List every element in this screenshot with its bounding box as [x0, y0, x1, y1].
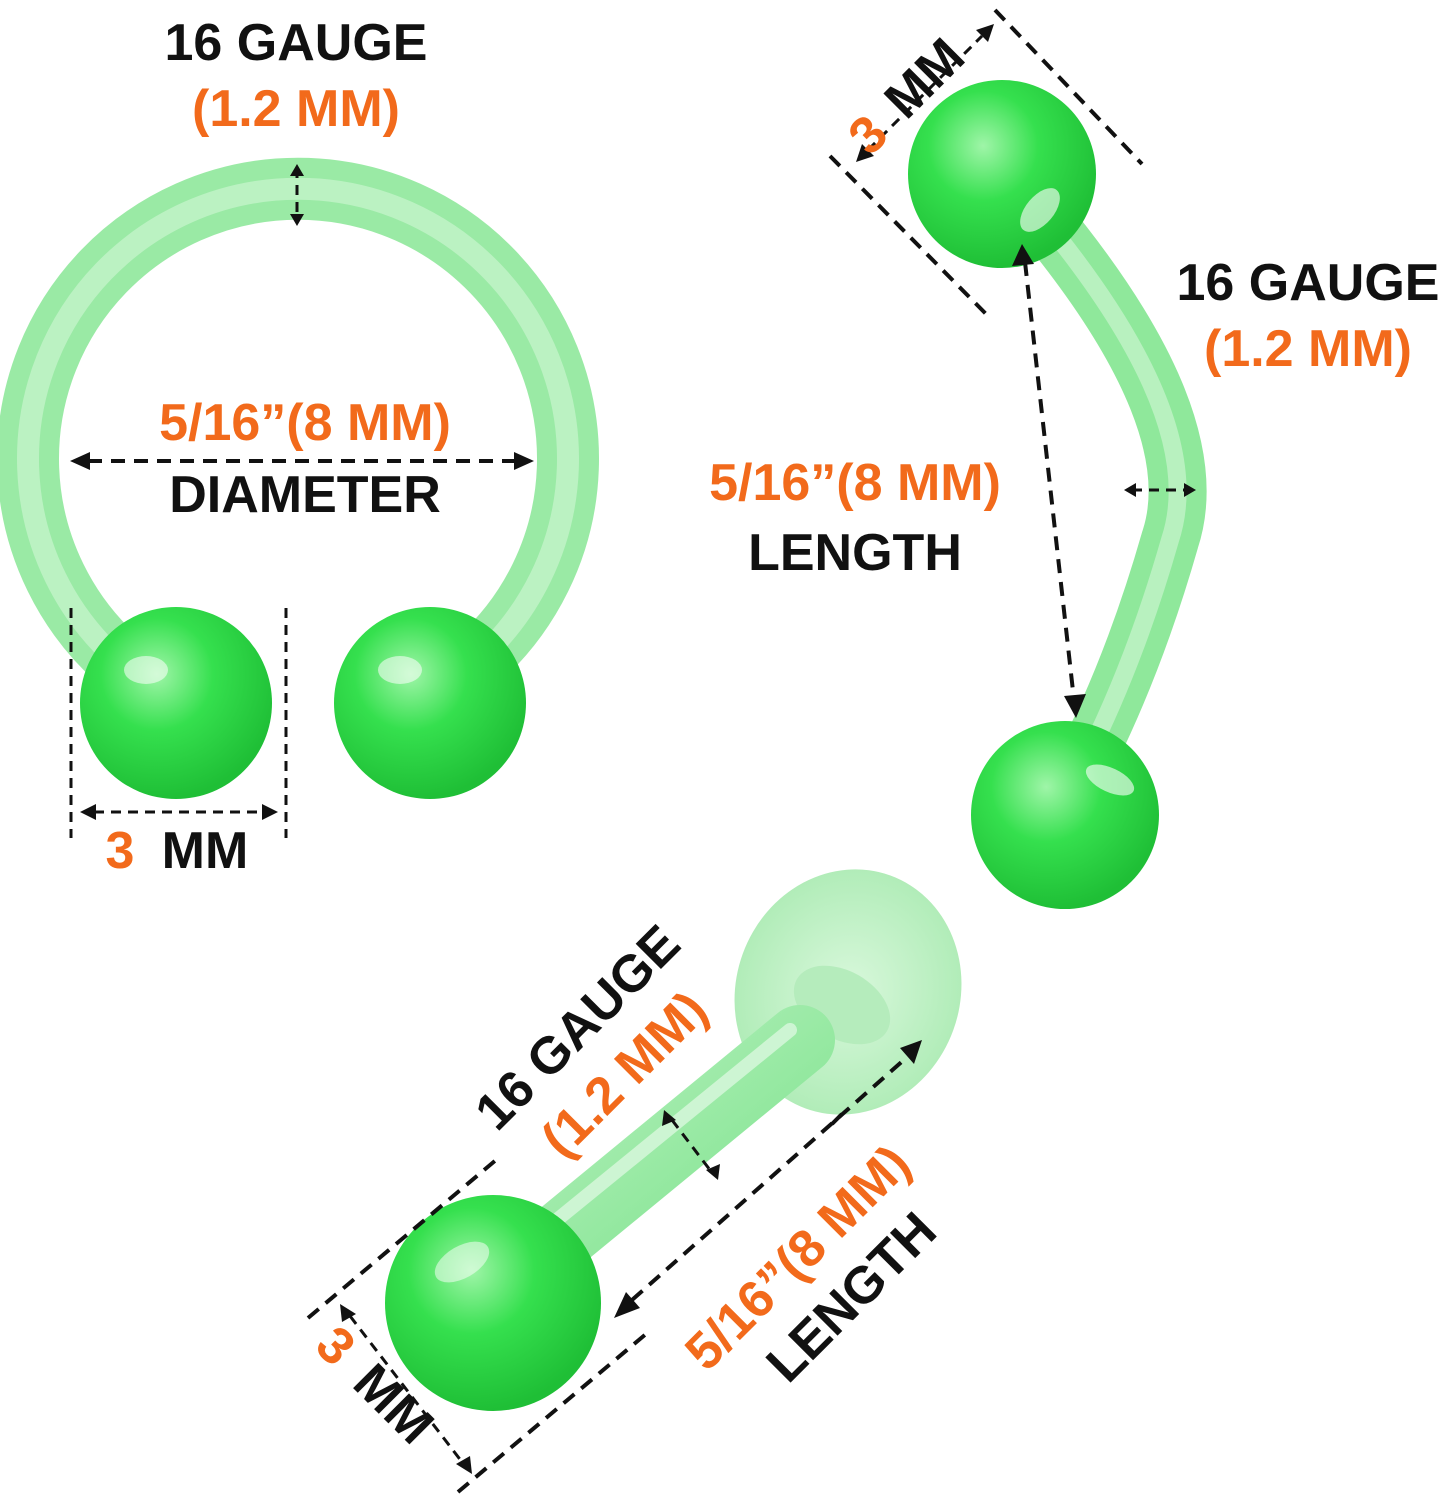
labret-length-arrow	[614, 1040, 922, 1318]
curved-gauge-marker	[1124, 483, 1196, 497]
horseshoe-diameter-label: DIAMETER	[169, 466, 441, 524]
horseshoe-ball-right	[334, 607, 526, 799]
curved-length-value: 5/16”(8 MM)	[709, 454, 1001, 512]
horseshoe-ball-num: 3	[106, 822, 135, 880]
labret-ball	[385, 1195, 601, 1411]
labret-ball-num: 3	[305, 1315, 366, 1376]
horseshoe-ball-left	[80, 607, 272, 799]
horseshoe-gauge-marker	[290, 164, 304, 226]
labret-length-label-group: 5/16”(8 MM) LENGTH	[674, 1134, 948, 1393]
curved-ball-num: 3	[838, 104, 899, 165]
horseshoe-diameter-value: 5/16”(8 MM)	[159, 394, 451, 452]
curved-length-arrow	[1012, 244, 1086, 718]
horseshoe-gauge-label: 16 GAUGE	[165, 14, 428, 72]
curved-barbell	[908, 80, 1207, 909]
curved-barbell-ball-bottom	[971, 721, 1159, 909]
labret-gauge-marker	[662, 1110, 720, 1180]
horseshoe-ball-size-marker	[69, 608, 288, 838]
horseshoe-ball-size-label: 3 MM	[106, 822, 249, 880]
curved-gauge-label: 16 GAUGE	[1177, 254, 1440, 312]
horseshoe-ball-unit: MM	[162, 822, 249, 880]
curved-length-label: LENGTH	[748, 524, 962, 582]
horseshoe-gauge-mm: (1.2 MM)	[192, 80, 400, 138]
curved-ball-size-marker	[828, 8, 1144, 320]
horseshoe-diameter-arrow	[70, 452, 534, 470]
labret-ball-size-marker	[306, 1158, 648, 1494]
curved-barbell-ball-top	[908, 80, 1096, 268]
curved-gauge-mm: (1.2 MM)	[1204, 320, 1412, 378]
